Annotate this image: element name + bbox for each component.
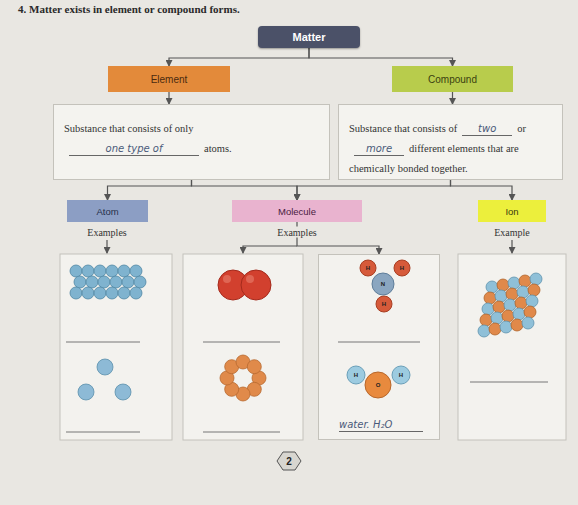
examples-caption: Examples (274, 227, 319, 238)
page-badge (277, 452, 301, 470)
definition-box: Substance that consists of only one type … (53, 104, 330, 180)
examples-caption: Examples (84, 227, 129, 238)
oxygen-molecule (218, 270, 271, 300)
handwritten-answer: two (462, 122, 512, 136)
handwritten-answer: water. H₂O (339, 418, 423, 432)
example-box (60, 254, 172, 440)
node-text: Element (151, 74, 188, 85)
particle-box: Molecule (232, 200, 362, 222)
example-box: water. H₂O (318, 254, 440, 440)
handwritten-answer: one type of (69, 142, 199, 156)
handwritten-answer: more (354, 142, 404, 156)
ring-molecule (220, 355, 266, 401)
node-text: Compound (428, 74, 477, 85)
ammonia-molecule (360, 260, 410, 312)
connector-arrow (108, 180, 192, 200)
atom-symbol: H (400, 265, 404, 271)
page-number: 2 (286, 456, 292, 467)
node-text: atoms. (204, 143, 232, 154)
node-text: Ion (505, 206, 518, 217)
particle-box: Ion (478, 200, 546, 222)
water-molecule (347, 366, 410, 398)
atom-symbol: H (366, 265, 370, 271)
node-text: Molecule (278, 206, 316, 217)
example-box (183, 254, 303, 440)
single-atoms (78, 359, 131, 400)
root-box: Matter (258, 26, 360, 48)
category-box: Element (108, 66, 230, 92)
atom-symbol: N (381, 281, 385, 287)
connector-arrow (452, 92, 453, 104)
node-text: Substance that consists of only (64, 123, 194, 134)
answer-blanks (66, 342, 548, 432)
examples-caption: Example (491, 227, 533, 238)
node-text: Atom (96, 206, 118, 217)
atom-symbol: H (354, 372, 358, 378)
example-box-ground (318, 254, 440, 440)
atom-lattice (70, 265, 146, 299)
connector-arrow (451, 180, 513, 200)
connector-arrow (192, 180, 298, 200)
atom-symbol: O (376, 382, 381, 388)
example-box (458, 254, 566, 440)
heading: 4. Matter exists in element or compound … (18, 3, 240, 15)
connector-arrow (297, 180, 451, 200)
node-text: or (517, 123, 526, 134)
node-text: Matter (292, 31, 325, 43)
connector-arrow (309, 48, 453, 66)
particle-box: Atom (67, 200, 148, 222)
connector-arrow (168, 92, 169, 104)
atom-symbol: H (382, 301, 386, 307)
ionic-lattice (478, 273, 542, 337)
atom-symbol: H (399, 372, 403, 378)
category-box: Compound (392, 66, 513, 92)
definition-box: Substance that consists oftwoormorediffe… (338, 104, 563, 180)
connector-arrow (169, 48, 309, 66)
node-text: Substance that consists of (349, 123, 457, 134)
